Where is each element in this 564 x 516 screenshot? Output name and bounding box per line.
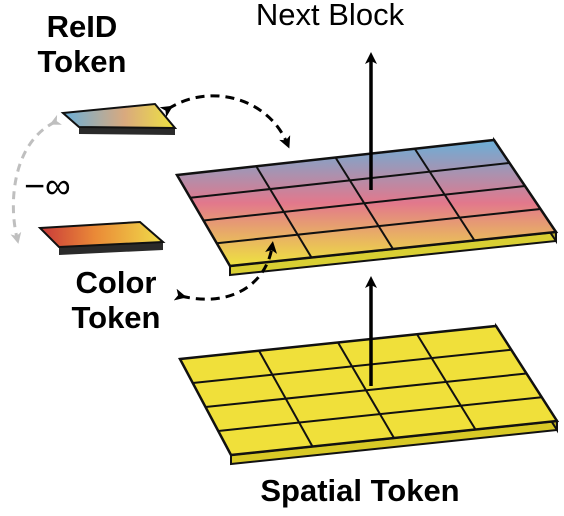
color-token-tile: [37, 220, 166, 255]
reid-token-label-line1: ReID: [46, 9, 118, 44]
color-fused-dashed-arrow: [173, 241, 277, 301]
spatial-grid-row-divider: [218, 396, 542, 432]
negative-infinity-label: −∞: [24, 165, 71, 206]
fused-grid-row-divider: [216, 208, 541, 245]
reid-token-label: ReID Token: [18, 9, 146, 79]
reid-token-label-line2: Token: [37, 43, 127, 79]
color-token-label-line1: Color: [75, 265, 157, 300]
spatial-grid-row-divider: [192, 348, 512, 384]
color-token-label-line2: Token: [71, 299, 161, 335]
reid-token-tile: [60, 102, 178, 135]
spatial-token-grid: [178, 322, 560, 466]
reid-color-mask-arrow: [10, 114, 62, 244]
fused-grid-lines: [190, 148, 541, 259]
fused-grid-row-divider: [190, 162, 510, 199]
reid-fused-dashed-arrow: [159, 94, 291, 149]
fused-grid-row-divider: [203, 185, 526, 222]
fused-token-grid: [174, 136, 559, 277]
spatial-grid-lines: [192, 333, 542, 447]
color-token-label: Color Token: [52, 265, 180, 335]
next-block-label: Next Block: [255, 0, 405, 32]
spatial-token-label: Spatial Token: [260, 473, 460, 508]
spatial-grid-row-divider: [205, 372, 527, 408]
